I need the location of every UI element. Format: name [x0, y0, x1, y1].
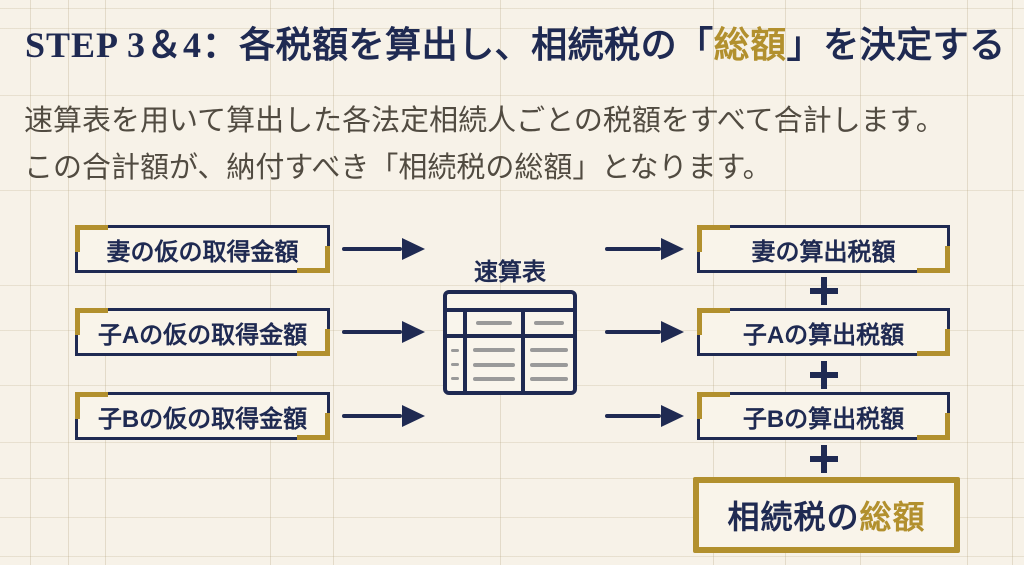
result-box-wife-label: 妻の算出税額 — [751, 238, 896, 266]
lead-line-1: 速算表を用いて算出した各法定相続人ごとの税額をすべて合計します。 — [24, 105, 945, 137]
source-box-child-b-label: 子Bの仮の取得金額 — [97, 405, 308, 433]
lead-paragraph: 速算表を用いて算出した各法定相続人ごとの税額をすべて合計します。この合計額が、納… — [24, 98, 1014, 192]
page-title: STEP 3＆4：各税額を算出し、相続税の「総額」を決定する — [25, 16, 1005, 68]
total-box-label: 相続税の — [727, 499, 860, 535]
source-box-child-b: 子Bの仮の取得金額 — [75, 392, 330, 440]
result-box-child-a-label: 子Aの算出税額 — [742, 321, 905, 349]
result-box-child-b: 子Bの算出税額 — [697, 392, 950, 440]
source-box-wife-label: 妻の仮の取得金額 — [106, 238, 299, 266]
title-step-label: STEP 3＆4： — [25, 25, 240, 65]
table-icon-subheader-row — [447, 312, 573, 338]
total-box: 相続税の総額 — [693, 477, 960, 553]
title-text-after: 」を決定する — [786, 24, 1006, 65]
result-box-child-b-label: 子Bの算出税額 — [742, 405, 905, 433]
total-box-highlight: 総額 — [859, 499, 926, 535]
plus-icon — [810, 277, 838, 305]
title-highlight: 総額 — [713, 24, 787, 65]
plus-icon — [810, 361, 838, 389]
quick-calculation-table-icon — [443, 290, 577, 395]
source-box-wife: 妻の仮の取得金額 — [75, 225, 330, 273]
plus-icon — [810, 445, 838, 473]
table-icon-body-rows — [447, 338, 573, 391]
result-box-wife: 妻の算出税額 — [697, 225, 950, 273]
source-box-child-a: 子Aの仮の取得金額 — [75, 308, 330, 356]
title-text-before: 各税額を算出し、相続税の「 — [239, 24, 714, 65]
quick-table-label: 速算表 — [474, 259, 546, 286]
table-icon-header-row — [447, 294, 573, 312]
lead-line-2: この合計額が、納付すべき「相続税の総額」となります。 — [24, 152, 772, 184]
source-box-child-a-label: 子Aの仮の取得金額 — [97, 321, 308, 349]
result-box-child-a: 子Aの算出税額 — [697, 308, 950, 356]
